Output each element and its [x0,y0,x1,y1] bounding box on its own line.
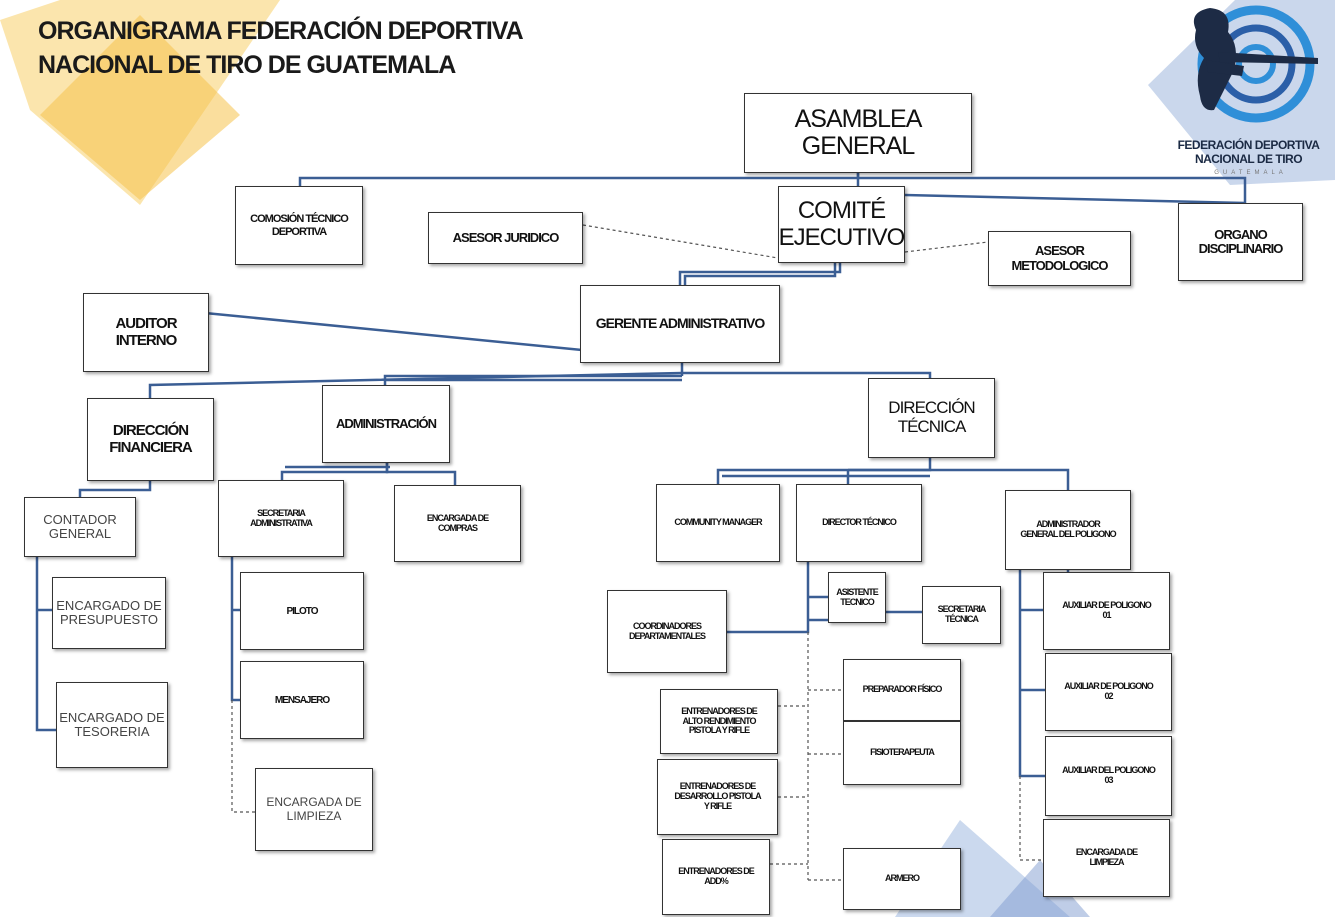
box-mensajero: MENSAJERO [240,661,364,739]
box-administracion: ADMINISTRACIÓN [322,385,450,463]
box-encargado-tesoreria: ENCARGADO DE TESORERIA [56,682,168,768]
box-entrenadores-add: ENTRENADORES DE ADD% [662,839,770,915]
box-auxiliar-poligono-01: AUXILIAR DE POLIGONO 01 [1043,572,1170,650]
box-community-manager: COMMUNITY MANAGER [656,484,780,562]
box-asistente-tecnico: ASISTENTE TECNICO [828,572,886,623]
box-asesor-metodologico: ASESOR METODOLOGICO [988,231,1131,286]
box-secretaria-administrativa: SECRETARIA ADMINISTRATIVA [218,480,344,557]
shooter-emblem-icon [1193,5,1318,123]
title-line-1: ORGANIGRAMA FEDERACIÓN DEPORTIVA [38,17,524,45]
box-auxiliar-poligono-02: AUXILIAR DE POLIGONO 02 [1045,653,1172,731]
box-administrador-poligono: ADMINISTRADOR GENERAL DEL POLIGONO [1005,490,1131,570]
box-encargado-presupuesto: ENCARGADO DE PRESUPUESTO [52,577,166,649]
box-entrenadores-alto-rendimiento: ENTRENADORES DE ALTO RENDIMIENTO PISTOLA… [660,689,778,754]
box-direccion-tecnica: DIRECCIÓN TÉCNICA [868,378,995,458]
logo-name: FEDERACIÓN DEPORTIVA NACIONAL DE TIRO [1177,138,1320,166]
box-armero: ARMERO [843,848,961,910]
box-asesor-juridico: ASESOR JURIDICO [428,212,583,264]
box-encargada-limpieza-poligono: ENCARGADA DE LIMPIEZA [1043,819,1170,897]
box-comision-tecnico-deportiva: COMOSIÓN TÉCNICO DEPORTIVA [235,186,363,265]
box-fisioterapeuta: FISIOTERAPEUTA [843,721,961,785]
box-secretaria-tecnica: SECRETARIA TÉCNICA [922,586,1001,644]
box-piloto: PILOTO [240,572,364,650]
box-comite-ejecutivo: COMITÉ EJECUTIVO [778,186,905,263]
box-preparador-fisico: PREPARADOR FÍSICO [843,659,961,721]
box-coordinadores-departamentales: COORDINADORES DEPARTAMENTALES [607,590,727,673]
title-line-2: NACIONAL DE TIRO DE GUATEMALA [38,51,456,79]
page-title: ORGANIGRAMA FEDERACIÓN DEPORTIVA NACIONA… [38,14,524,82]
box-contador-general: CONTADOR GENERAL [24,497,136,557]
box-auxiliar-poligono-03: AUXILIAR DEL POLIGONO 03 [1045,736,1172,816]
box-encargada-limpieza-adm: ENCARGADA DE LIMPIEZA [255,768,373,851]
box-encargada-compras: ENCARGADA DE COMPRAS [394,485,521,562]
box-direccion-financiera: DIRECCIÓN FINANCIERA [87,398,214,481]
box-entrenadores-desarrollo: ENTRENADORES DE DESARROLLO PISTOLA Y RIF… [657,759,778,835]
box-asamblea-general: ASAMBLEA GENERAL [744,93,972,173]
box-organo-disciplinario: ORGANO DISCIPLINARIO [1178,203,1303,281]
box-auditor-interno: AUDITOR INTERNO [83,293,209,372]
box-director-tecnico: DIRECTOR TÉCNICO [796,484,922,562]
logo-subtitle: GUATEMALA [1214,170,1287,176]
box-gerente-administrativo: GERENTE ADMINISTRATIVO [580,285,780,363]
